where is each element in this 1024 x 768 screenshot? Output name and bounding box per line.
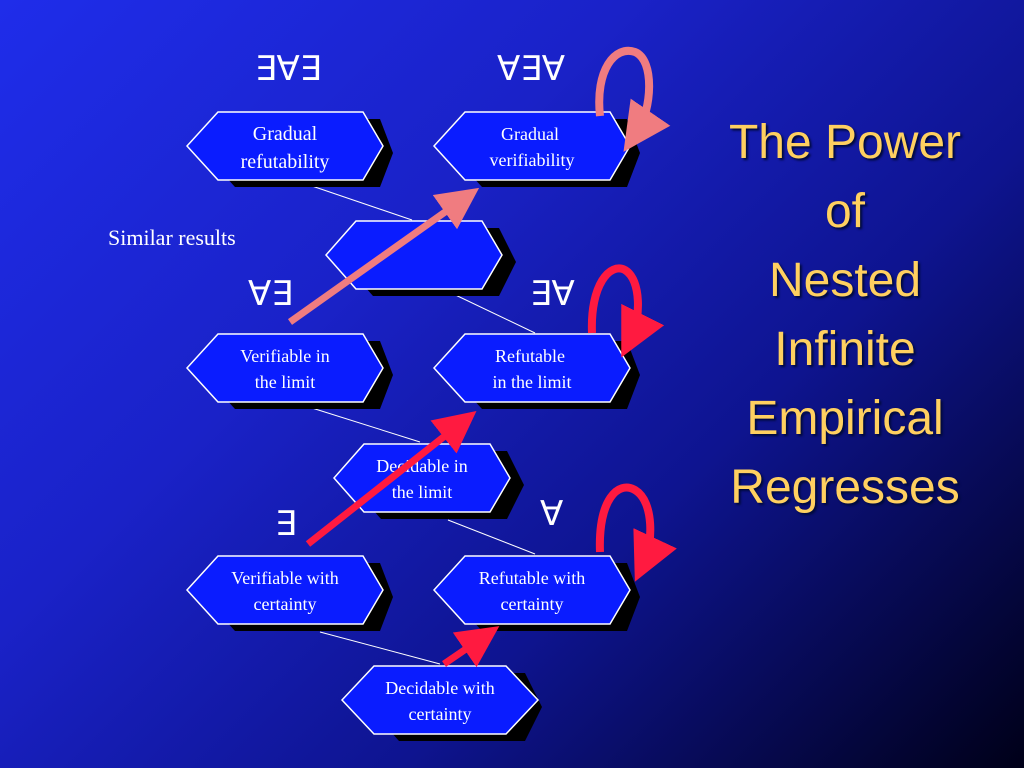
node-unlabeled-middle bbox=[324, 220, 516, 296]
node-label-line2: certainty bbox=[409, 704, 472, 724]
node-label-line2: in the limit bbox=[493, 372, 572, 392]
node-label-line1: Gradual bbox=[253, 123, 318, 145]
loop-arrow-bottom bbox=[595, 483, 677, 582]
node-label-line1: Decidable in bbox=[376, 456, 467, 476]
node-label-line1: Verifiable in bbox=[240, 346, 329, 366]
node-label-line2: certainty bbox=[501, 594, 564, 614]
arrow-e-to-refutable-limit bbox=[305, 410, 477, 547]
node-label-line1: Refutable with bbox=[479, 568, 585, 588]
node-decidable-in-the-limit: Decidable in the limit bbox=[332, 443, 524, 519]
title-line: Infinite bbox=[774, 323, 916, 376]
loop-arrow-middle bbox=[587, 264, 665, 358]
quantifier-a: ∀ bbox=[540, 494, 563, 534]
title-line: of bbox=[824, 185, 866, 238]
node-label-line2: refutability bbox=[241, 151, 330, 173]
node-verifiable-with-certainty: Verifiable with certainty bbox=[185, 555, 393, 631]
slide-title: The Power of Nested Infinite Empirical R… bbox=[690, 108, 1000, 522]
node-label-line1: Verifiable with bbox=[231, 568, 338, 588]
node-gradual-refutability: Gradual refutability bbox=[185, 111, 393, 187]
node-label-line2: verifiability bbox=[490, 150, 575, 170]
node-refutable-in-the-limit: Refutable in the limit bbox=[432, 333, 640, 409]
title-line: Nested bbox=[768, 254, 922, 307]
quantifier-eae: ∃∀∃ bbox=[255, 49, 321, 89]
line-dl-rc bbox=[447, 519, 536, 555]
loop-arrow-top bbox=[595, 46, 671, 152]
node-gradual-verifiability: Gradual verifiability bbox=[432, 111, 640, 187]
node-verifiable-in-the-limit: Verifiable in the limit bbox=[185, 333, 393, 409]
arrow-ae-to-gradual-verifiability bbox=[287, 187, 480, 325]
line-middle-rl bbox=[444, 289, 536, 334]
quantifier-ae: ∀∃ bbox=[248, 274, 293, 314]
node-label-line2: the limit bbox=[255, 372, 316, 392]
node-decidable-with-certainty: Decidable with certainty bbox=[340, 665, 542, 741]
node-label-line2: certainty bbox=[254, 594, 317, 614]
node-label-line1: Refutable bbox=[495, 346, 565, 366]
title-line: The Power bbox=[728, 116, 962, 169]
line-gr-middle bbox=[311, 185, 413, 221]
title-line: Empirical bbox=[746, 392, 944, 445]
node-label-line1: Gradual bbox=[501, 124, 559, 144]
title-line: Regresses bbox=[730, 461, 960, 514]
line-vl-dl bbox=[311, 407, 421, 443]
node-label-line2: the limit bbox=[392, 482, 453, 502]
quantifier-e: ∃ bbox=[275, 504, 296, 544]
similar-results-label: Similar results bbox=[108, 225, 236, 250]
arrow-dc-to-refutable-certainty bbox=[442, 626, 500, 668]
node-label-line1: Decidable with bbox=[385, 678, 494, 698]
line-vc-dc bbox=[319, 631, 441, 665]
node-refutable-with-certainty: Refutable with certainty bbox=[432, 555, 640, 631]
quantifier-ea: ∃∀ bbox=[530, 274, 575, 314]
quantifier-aea: ∀∃∀ bbox=[497, 49, 565, 89]
lattice-lines bbox=[311, 185, 536, 665]
